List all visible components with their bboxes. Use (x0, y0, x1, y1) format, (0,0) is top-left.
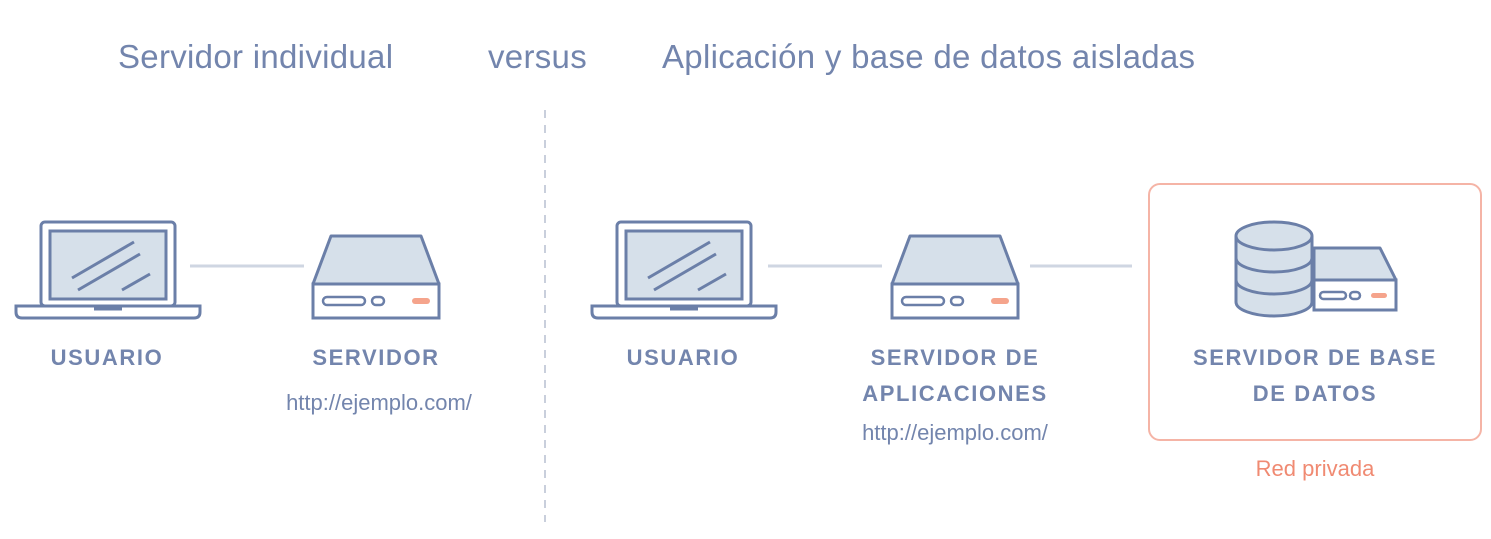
db-server-label-line1: SERVIDOR DE BASE (1192, 345, 1438, 370)
server-label: SERVIDOR (312, 345, 440, 370)
server-icon (890, 234, 1020, 320)
user-label: USUARIO (626, 345, 740, 370)
db-server-label-line2: DE DATOS (1252, 381, 1378, 406)
connector-line (1030, 264, 1132, 268)
connector-line (190, 264, 304, 268)
user-label: USUARIO (50, 345, 164, 370)
laptop-icon (590, 220, 778, 320)
connector-line (768, 264, 882, 268)
private-network-label: Red privada (1255, 456, 1375, 481)
vertical-divider (544, 110, 546, 522)
app-server-label-line2: APLICACIONES (862, 381, 1048, 406)
app-server-label-line1: SERVIDOR DE (870, 345, 1040, 370)
private-network-box (1148, 183, 1482, 441)
title-isolated: Aplicación y base de datos aisladas (662, 38, 1196, 75)
database-icon (1234, 220, 1398, 318)
app-server-url: http://ejemplo.com/ (862, 420, 1048, 445)
laptop-icon (14, 220, 202, 320)
server-icon (311, 234, 441, 320)
server-url: http://ejemplo.com/ (286, 390, 472, 415)
title-versus: versus (488, 38, 587, 75)
title-single-server: Servidor individual (118, 38, 394, 75)
